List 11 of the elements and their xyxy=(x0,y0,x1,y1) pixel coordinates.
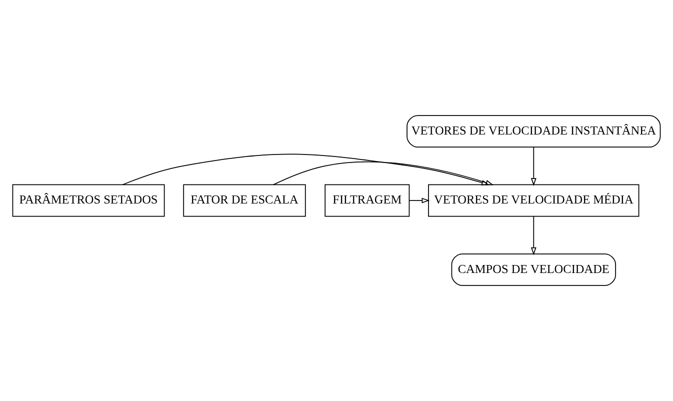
node-box: PARÂMETROS SETADOS xyxy=(12,184,165,217)
node-box: FILTRAGEM xyxy=(324,184,410,217)
node-box: CAMPOS DE VELOCIDADE xyxy=(451,254,616,286)
node-box: VETORES DE VELOCIDADE MÉDIA xyxy=(428,184,640,217)
node-box: VETORES DE VELOCIDADE INSTANTÂNEA xyxy=(406,115,661,148)
node-box: FATOR DE ESCALA xyxy=(183,184,306,217)
arrow xyxy=(122,154,490,186)
arrow xyxy=(530,216,536,256)
arrow xyxy=(272,161,494,186)
arrow xyxy=(530,146,536,186)
arrow xyxy=(409,198,430,204)
